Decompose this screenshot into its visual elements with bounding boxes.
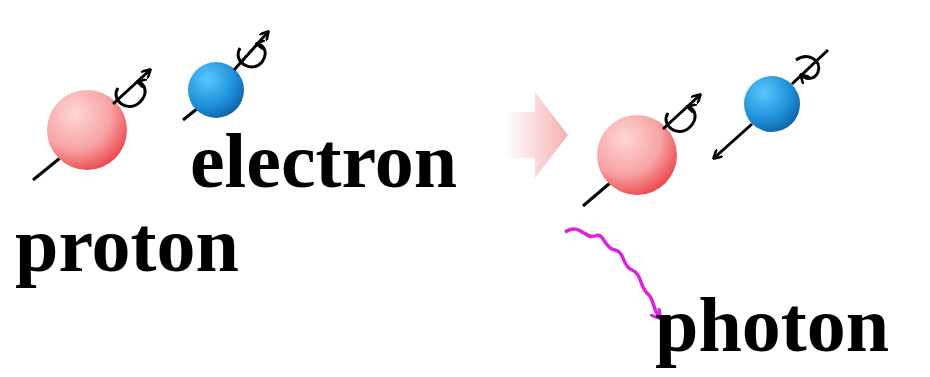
proton-spin-up-after xyxy=(583,95,700,206)
electron-spin-down xyxy=(714,50,828,158)
electron-spin-up xyxy=(183,32,268,120)
proton-spin-up xyxy=(33,70,150,180)
particle-label: proton xyxy=(15,206,239,284)
photon-wave xyxy=(565,229,660,318)
transition-arrow xyxy=(505,92,568,178)
particle-label: electron xyxy=(190,122,457,200)
particle-label: photon xyxy=(655,286,889,364)
